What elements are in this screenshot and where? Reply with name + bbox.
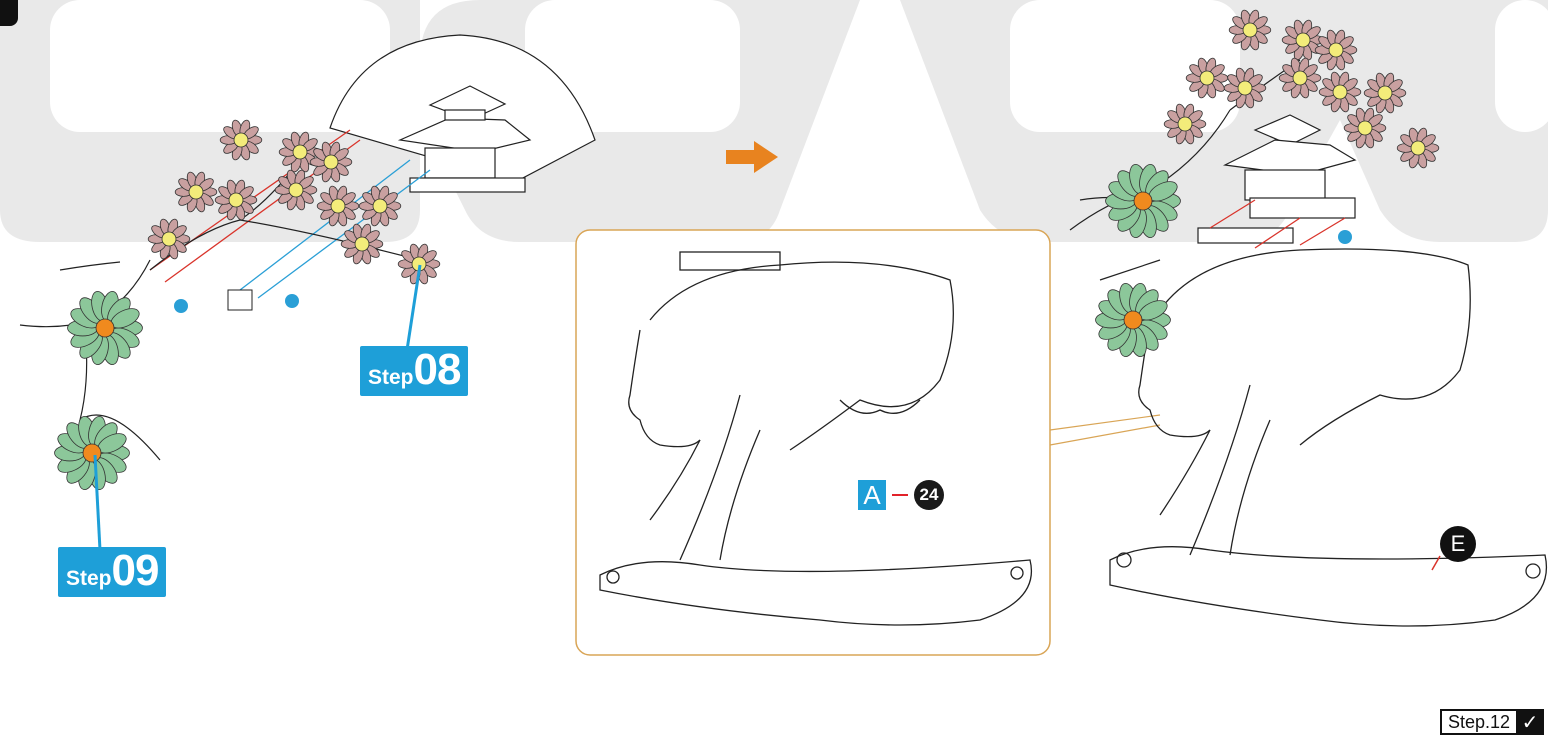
- part-number: 24: [914, 480, 944, 510]
- part-dash: [892, 494, 908, 496]
- marker-badge: E: [1440, 526, 1476, 562]
- detail-inset-frame: [576, 230, 1050, 655]
- flower: [1096, 282, 1171, 359]
- green-flowers-left: [55, 290, 143, 492]
- blue-dot: [174, 299, 188, 313]
- flower: [55, 415, 130, 492]
- stand-block: [228, 290, 252, 310]
- step-number-label: Step.12: [1440, 709, 1516, 735]
- corner-tab: [0, 0, 18, 26]
- step09-word: Step: [66, 567, 112, 591]
- lady-figure-assembled: [1110, 249, 1546, 626]
- step08-word: Step: [368, 366, 414, 390]
- flower: [68, 290, 143, 367]
- step-footer: Step.12 ✓: [1440, 709, 1544, 735]
- detail-leader: [1050, 415, 1160, 445]
- step09-label: Step 09: [58, 547, 166, 597]
- step09-number: 09: [112, 551, 159, 591]
- blue-dot: [1338, 230, 1352, 244]
- part-callout: A 24: [858, 480, 944, 510]
- step08-label: Step 08: [360, 346, 468, 396]
- check-icon: ✓: [1516, 709, 1544, 735]
- part-letter: A: [858, 480, 886, 510]
- blue-dot: [285, 294, 299, 308]
- step08-number: 08: [414, 350, 461, 390]
